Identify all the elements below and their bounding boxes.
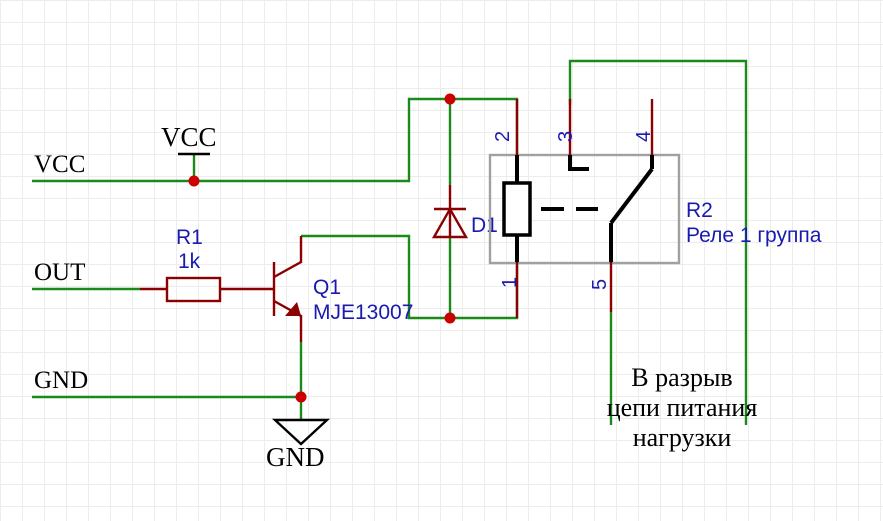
note-line-1: В разрыв: [631, 363, 732, 392]
r1-body: [165, 276, 222, 303]
junction-dot: [444, 93, 456, 105]
relay-r2: 2 3 4 1 5 R2 Реле 1 группа: [488, 99, 822, 318]
q1-ref: Q1: [313, 276, 341, 299]
gnd-symbol: GND: [266, 418, 331, 472]
relay-pin-label: 3: [555, 131, 577, 142]
relay-body: [488, 153, 681, 265]
r2-value: Реле 1 группа: [686, 224, 822, 247]
relay-pin-label: 1: [499, 277, 521, 288]
r1-value: 1k: [178, 250, 201, 273]
load-note: В разрыв цепи питания нагрузки: [607, 363, 758, 452]
relay-pin-label: 4: [633, 131, 655, 142]
gnd-triangle: [271, 418, 331, 446]
q1-emitter-arrow: [285, 302, 301, 316]
relay-nc-contact: [568, 155, 589, 171]
relay-coil: [502, 181, 532, 237]
q1-value: MJE13007: [313, 301, 413, 324]
resistor-r1: R1 1k: [140, 226, 274, 303]
vcc-symbol-label: VCC: [161, 122, 217, 152]
r2-ref: R2: [686, 199, 713, 222]
note-line-2: цепи питания: [607, 393, 758, 422]
relay-switch-arm: [609, 167, 654, 225]
gnd-symbol-label: GND: [266, 442, 325, 472]
net-label-gnd: GND: [34, 367, 88, 394]
note-line-3: нагрузки: [633, 423, 732, 452]
relay-pin-label: 5: [589, 279, 611, 290]
junctions: [188, 93, 456, 403]
transistor-q1: Q1 MJE13007: [272, 236, 413, 342]
junction-dot: [295, 391, 307, 403]
d1-triangle: [431, 206, 469, 239]
junction-dot: [444, 312, 456, 324]
r1-ref: R1: [176, 226, 203, 249]
d1-ref: D1: [471, 214, 498, 237]
q1-collector: [273, 236, 303, 279]
wire-load-loop: [568, 59, 748, 425]
diode-d1: D1: [431, 185, 498, 239]
vcc-symbol: VCC: [161, 122, 217, 156]
wire-vcc: [32, 97, 519, 183]
net-label-out: OUT: [34, 259, 85, 286]
junction-dot: [188, 175, 200, 187]
net-label-vcc: VCC: [34, 151, 85, 178]
relay-pin-label: 2: [492, 131, 514, 142]
